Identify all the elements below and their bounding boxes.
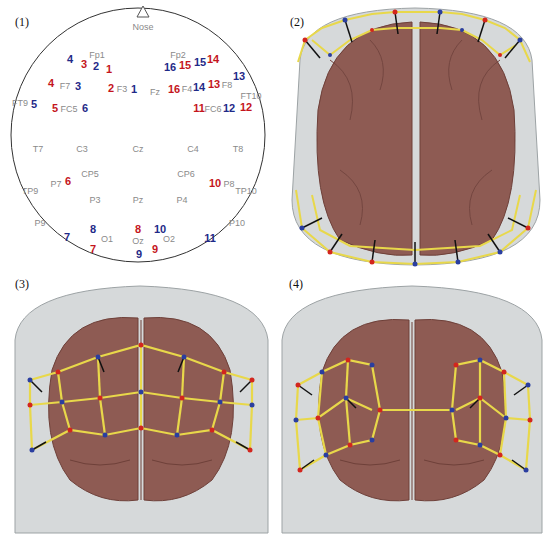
electrode-label: Cz (133, 145, 144, 154)
channel-number: 1 (131, 84, 137, 95)
electrode-label: P7 (50, 180, 61, 189)
top-view (292, 8, 540, 267)
channel-number: 7 (90, 244, 96, 255)
channel-number: 2 (108, 83, 114, 94)
electrode-label: O2 (163, 235, 175, 244)
electrode-label: P3 (89, 196, 100, 205)
channel-number: 16 (168, 84, 180, 95)
front-view (15, 286, 268, 533)
electrode-label: T7 (33, 145, 44, 154)
electrode-label: Fp1 (89, 51, 105, 60)
electrode-label: C3 (76, 145, 88, 154)
channel-number: 3 (75, 81, 81, 92)
electrode-label: FT9 (12, 99, 28, 108)
channel-number: 14 (207, 54, 219, 65)
channel-number: 15 (194, 57, 206, 68)
channel-number: 5 (31, 99, 37, 110)
nose-label: Nose (132, 23, 153, 32)
electrode-label: TP10 (235, 187, 257, 196)
channel-number: 11 (204, 233, 216, 244)
channel-number: 13 (208, 79, 220, 90)
electrode-label: FT10 (240, 92, 261, 101)
electrode-label: T8 (233, 145, 244, 154)
panel-label: (4) (289, 278, 303, 290)
channel-number: 8 (90, 224, 96, 235)
channel-number: 4 (48, 78, 54, 89)
channel-number: 9 (136, 249, 142, 260)
electrode-label: Oz (132, 237, 144, 246)
channel-number: 1 (106, 64, 112, 75)
electrode-label: P10 (229, 219, 245, 228)
channel-number: 6 (65, 176, 71, 187)
electrode-label: F3 (117, 85, 128, 94)
back-view (282, 286, 542, 533)
channel-number: 10 (209, 178, 221, 189)
channel-number: 3 (81, 59, 87, 70)
electrode-label: CP6 (177, 170, 195, 179)
channel-number: 12 (240, 102, 252, 113)
electrode-label: P4 (176, 196, 187, 205)
channel-number: 11 (193, 103, 205, 114)
electrode-label: C4 (187, 145, 199, 154)
channel-number: 8 (135, 224, 141, 235)
channel-number: 4 (67, 54, 73, 65)
channel-number: 9 (152, 244, 158, 255)
channel-number: 12 (223, 103, 235, 114)
channel-number: 14 (193, 82, 205, 93)
channel-number: 16 (164, 62, 176, 73)
electrode-label: F7 (60, 82, 71, 91)
channel-number: 10 (154, 224, 166, 235)
electrode-label: Pz (133, 196, 144, 205)
electrode-label: O1 (101, 235, 113, 244)
panel-label: (3) (15, 278, 29, 290)
electrode-label: FC5 (60, 105, 77, 114)
channel-number: 7 (64, 232, 70, 243)
electrode-label: F8 (222, 81, 233, 90)
scalp-circle (11, 8, 265, 262)
electrode-label: F4 (182, 85, 193, 94)
channel-number: 13 (233, 71, 245, 82)
electrode-label: P9 (34, 219, 45, 228)
electrode-label: TP9 (22, 187, 39, 196)
panel-label: (1) (15, 16, 29, 28)
channel-number: 5 (52, 103, 58, 114)
channel-number: 6 (82, 103, 88, 114)
panel-label: (2) (290, 16, 304, 28)
electrode-label: P8 (223, 180, 234, 189)
electrode-label: FC6 (204, 105, 221, 114)
electrode-label: CP5 (81, 170, 99, 179)
channel-number: 15 (179, 60, 191, 71)
nose-marker (137, 6, 149, 17)
channel-number: 2 (93, 61, 99, 72)
electrode-label: Fp2 (170, 51, 186, 60)
electrode-label: Fz (150, 88, 160, 97)
